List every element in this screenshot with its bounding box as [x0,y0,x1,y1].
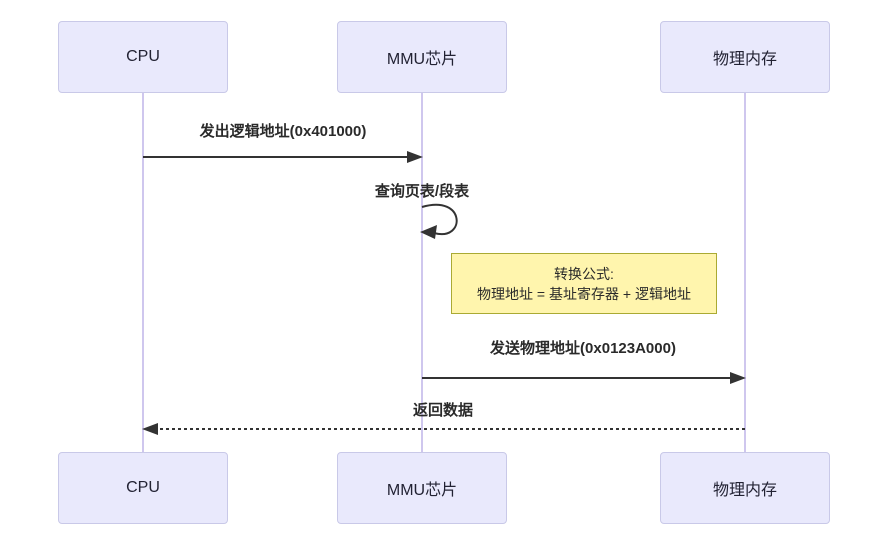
note-line-2: 物理地址 = 基址寄存器 + 逻辑地址 [477,285,691,302]
message-3-arrowhead [730,372,746,384]
actor-label: CPU [126,48,160,65]
actor-label: 物理内存 [712,482,777,499]
note-line-1: 转换公式: [554,265,614,282]
actor-label: MMU芯片 [386,51,458,68]
actor-top-cpu: CPU [58,21,228,93]
message-1-label: 发出逻辑地址(0x401000) [199,123,367,140]
note-conversion-formula: 转换公式: 物理地址 = 基址寄存器 + 逻辑地址 [451,253,717,314]
message-2-label: 查询页表/段表 [374,183,470,200]
actor-top-mmu: MMU芯片 [337,21,507,93]
actor-bottom-memory: 物理内存 [660,452,830,524]
actor-label: 物理内存 [712,51,777,68]
message-2-arrowhead [420,225,437,239]
message-1-arrowhead [407,151,423,163]
message-4-arrowhead [142,423,158,435]
actor-label: MMU芯片 [386,482,458,499]
actor-top-memory: 物理内存 [660,21,830,93]
message-3-label: 发送物理地址(0x0123A000) [490,340,676,357]
actor-bottom-cpu: CPU [58,452,228,524]
message-4-label: 返回数据 [412,402,474,419]
message-2-self-loop [421,203,458,236]
actor-label: CPU [126,479,160,496]
actor-bottom-mmu: MMU芯片 [337,452,507,524]
